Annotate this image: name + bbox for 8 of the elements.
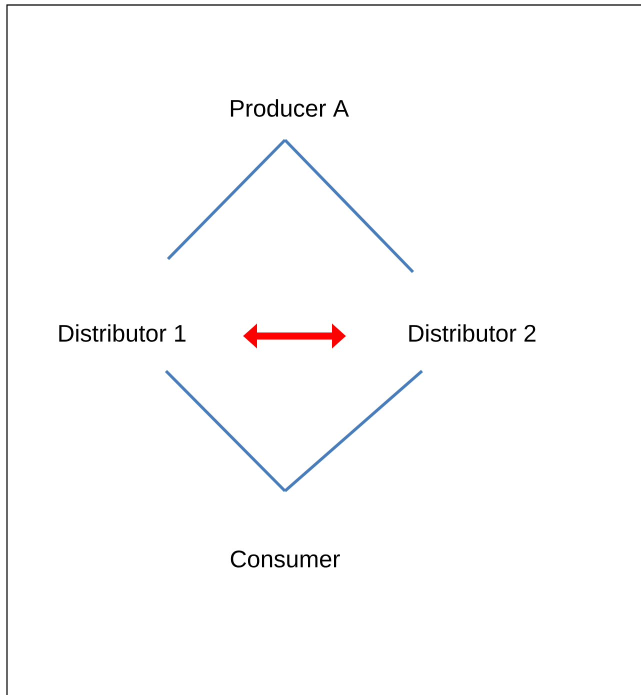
- connector-line: [164, 370, 286, 492]
- connector-line: [166, 138, 286, 260]
- node-label: Producer A: [230, 99, 349, 117]
- node-label: Distributor 1: [59, 324, 186, 342]
- node-label: Consumer: [230, 550, 340, 568]
- connector-line: [284, 370, 423, 492]
- node-label: Distributor 2: [409, 324, 536, 342]
- connector-line: [284, 138, 414, 274]
